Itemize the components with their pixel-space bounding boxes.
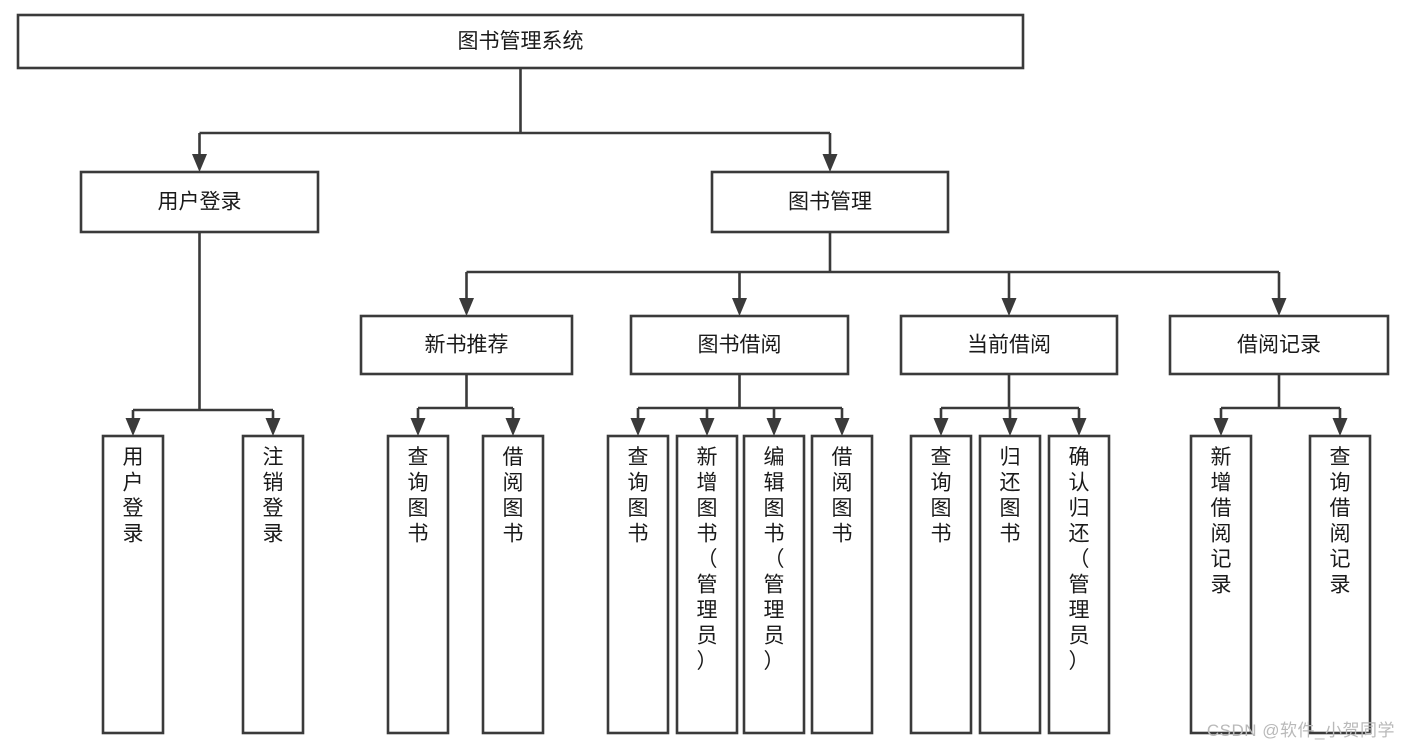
current-borrow-to-leaves-arrow-2: [1071, 418, 1087, 436]
node-leaf-borrow-books-2-box[interactable]: [810, 434, 874, 735]
node-new-book-recommend-box[interactable]: [359, 314, 574, 376]
root-to-level2-arrow-0: [192, 154, 207, 172]
node-leaf-confirm-return-admin-label: 确认归还（管理员）: [1069, 446, 1090, 673]
node-leaf-query-books-3-box[interactable]: [909, 434, 973, 735]
node-leaf-add-borrow-record-label: 新增借阅记录: [1211, 446, 1232, 597]
node-leaf-add-book-admin-label: 新增图书（管理员）: [697, 446, 718, 673]
node-borrow-record-label: 借阅记录: [1237, 334, 1321, 357]
node-leaf-query-books-3-label: 查询图书: [931, 446, 952, 546]
borrow-record-to-leaves-arrow-0: [1213, 418, 1229, 436]
node-leaf-query-borrow-record-box[interactable]: [1308, 434, 1372, 735]
management-to-level3-arrow-1: [732, 298, 747, 316]
borrow-record-to-leaves-arrow-1: [1332, 418, 1348, 436]
new-book-recommend-to-leaves-arrow-0: [410, 418, 426, 436]
node-leaf-return-books-label: 归还图书: [1000, 446, 1021, 546]
root-to-level2-arrow-1: [822, 154, 838, 172]
node-book-management-label: 图书管理: [788, 191, 872, 214]
node-leaf-query-books-2-label: 查询图书: [628, 446, 649, 546]
node-book-borrow-label: 图书借阅: [698, 334, 782, 357]
node-leaf-edit-book-admin-box[interactable]: [742, 434, 806, 735]
current-borrow-to-leaves-arrow-1: [1002, 418, 1018, 436]
node-leaf-query-books-1-box[interactable]: [386, 434, 450, 735]
node-book-management-box[interactable]: [710, 170, 950, 234]
user-login-to-leaves-arrow-0: [125, 418, 141, 436]
node-leaf-user-login-label: 用户登录: [123, 446, 144, 546]
management-to-level3-arrow-3: [1271, 298, 1287, 316]
node-leaf-logout-login-box[interactable]: [241, 434, 305, 735]
node-current-borrow-box[interactable]: [899, 314, 1119, 376]
book-borrow-to-leaves-arrow-2: [766, 418, 782, 436]
book-borrow-to-leaves-arrow-3: [834, 418, 850, 436]
book-borrow-to-leaves-arrow-1: [699, 418, 715, 436]
node-new-book-recommend-label: 新书推荐: [425, 334, 509, 357]
node-current-borrow-label: 当前借阅: [967, 334, 1051, 357]
node-leaf-logout-login-label: 注销登录: [263, 446, 284, 546]
node-root-label: 图书管理系统: [458, 30, 584, 53]
node-leaf-user-login-box[interactable]: [101, 434, 165, 735]
node-root-box[interactable]: [16, 13, 1025, 70]
node-book-borrow-box[interactable]: [629, 314, 850, 376]
node-leaf-query-books-2-box[interactable]: [606, 434, 670, 735]
node-user-login-box[interactable]: [79, 170, 320, 234]
book-borrow-to-leaves-arrow-0: [630, 418, 646, 436]
node-leaf-add-book-admin-box[interactable]: [675, 434, 739, 735]
node-leaf-confirm-return-admin-box[interactable]: [1047, 434, 1111, 735]
node-leaf-borrow-books-1-box[interactable]: [481, 434, 545, 735]
node-leaf-query-books-1-label: 查询图书: [408, 446, 429, 546]
management-to-level3-arrow-2: [1001, 298, 1017, 316]
management-to-level3-arrow-0: [459, 298, 474, 316]
new-book-recommend-to-leaves-arrow-1: [505, 418, 521, 436]
node-leaf-edit-book-admin-label: 编辑图书（管理员）: [764, 446, 785, 673]
node-leaf-borrow-books-1-label: 借阅图书: [503, 446, 524, 546]
node-leaf-add-borrow-record-box[interactable]: [1189, 434, 1253, 735]
node-borrow-record-box[interactable]: [1168, 314, 1390, 376]
node-leaf-return-books-box[interactable]: [978, 434, 1042, 735]
node-leaf-query-borrow-record-label: 查询借阅记录: [1330, 446, 1351, 597]
user-login-to-leaves-arrow-1: [265, 418, 281, 436]
node-user-login-label: 用户登录: [158, 191, 242, 214]
node-leaf-borrow-books-2-label: 借阅图书: [832, 446, 853, 546]
current-borrow-to-leaves-arrow-0: [933, 418, 949, 436]
